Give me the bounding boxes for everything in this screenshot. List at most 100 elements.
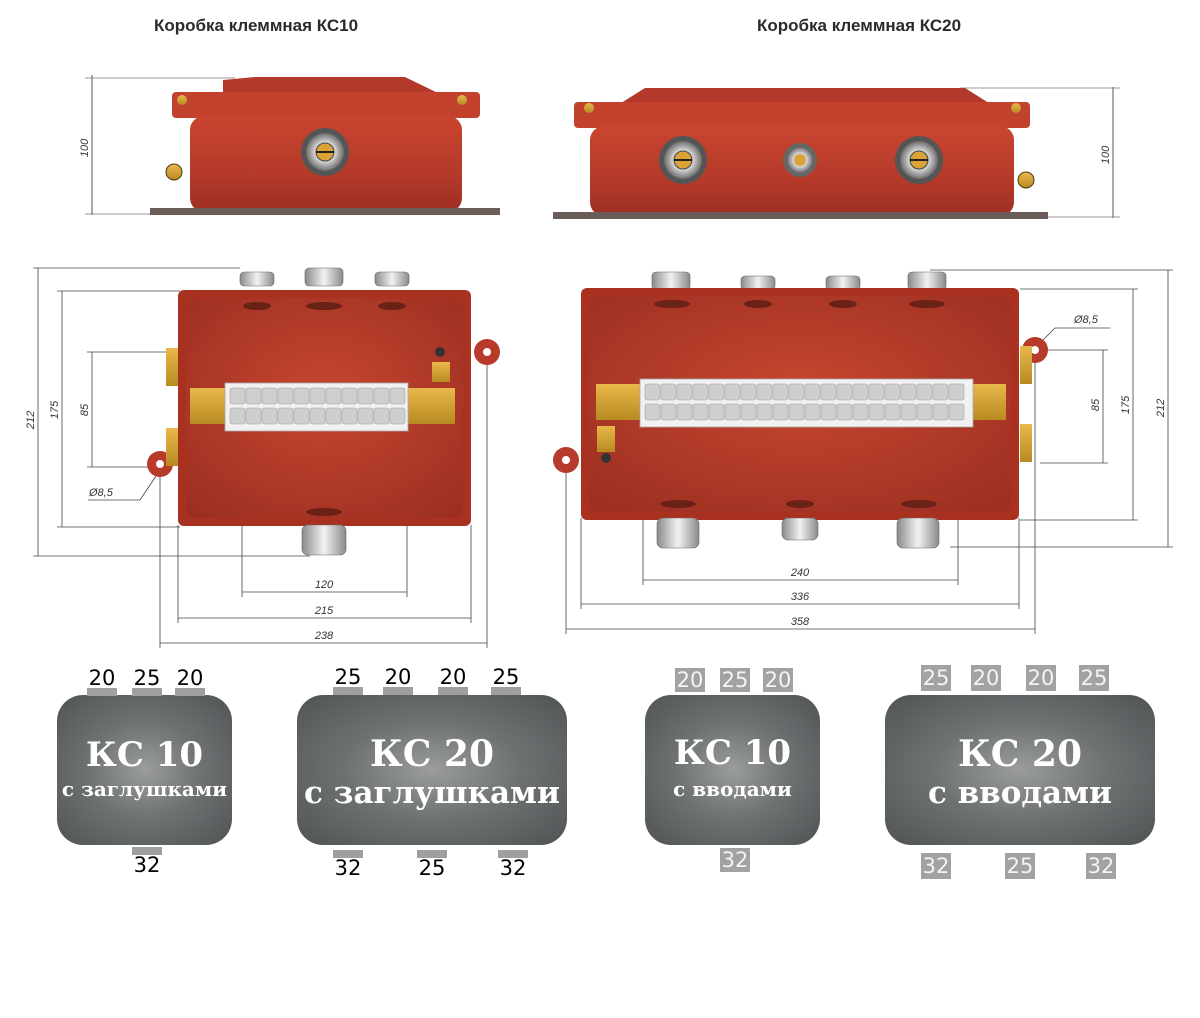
terminal-cell (772, 383, 789, 401)
badge-ks20-inlets: КС 20 с вводами (885, 695, 1155, 845)
terminal-cell (373, 387, 390, 405)
terminal-cell (932, 383, 949, 401)
badge0-top-1: 25 (132, 666, 162, 696)
ks20-dim-358: 358 (791, 616, 810, 628)
terminal-cell (836, 383, 853, 401)
ks20-dim-240: 240 (790, 567, 810, 579)
terminal-cell (740, 383, 757, 401)
badge-ks10-inlets: КС 10 с вводами (645, 695, 820, 845)
badge1-top-1: 20 (383, 665, 413, 695)
terminal-cell (852, 403, 869, 421)
badge2-top-1: 25 (720, 668, 750, 692)
terminal-cell (788, 403, 805, 421)
terminal-cell (309, 387, 326, 405)
terminal-cell (852, 383, 869, 401)
terminal-cell (293, 407, 310, 425)
terminal-cell (740, 403, 757, 421)
terminal-cell (325, 387, 342, 405)
ks10-dim-hole: Ø8,5 (88, 487, 114, 499)
terminal-cell (868, 383, 885, 401)
terminal-cell (261, 387, 278, 405)
terminal-cell (948, 403, 965, 421)
terminal-cell (373, 407, 390, 425)
terminal-cell (676, 383, 693, 401)
ks20-side-view (553, 87, 1120, 219)
terminal-cell (724, 383, 741, 401)
badge3-top-1: 20 (971, 665, 1001, 691)
terminal-cell (884, 383, 901, 401)
badge0-bottom-0: 32 (132, 847, 162, 877)
badge-title: КС 20 (369, 733, 495, 775)
badge3-top-0: 25 (921, 665, 951, 691)
ks10-dim-120: 120 (315, 579, 334, 591)
terminal-cell (293, 387, 310, 405)
title-ks20: Коробка клеммная КС20 (757, 16, 962, 35)
badge-ks10-plugs: КС 10 с заглушками (57, 695, 232, 845)
badge3-top-3: 25 (1079, 665, 1109, 691)
ks10-dim-215: 215 (314, 605, 334, 617)
terminal-cell (245, 387, 262, 405)
terminal-cell (724, 403, 741, 421)
terminal-cell (229, 407, 246, 425)
terminal-cell (357, 387, 374, 405)
terminal-cell (916, 403, 933, 421)
terminal-cell (357, 407, 374, 425)
ks20-dim-85: 85 (1090, 398, 1102, 411)
badge2-bottom-0: 32 (720, 848, 750, 872)
terminal-cell (932, 403, 949, 421)
badge0-top-2: 20 (175, 666, 205, 696)
ks10-dim-175: 175 (49, 400, 61, 419)
badge-title: КС 20 (957, 733, 1083, 775)
badge1-bottom-2: 32 (498, 850, 528, 880)
terminal-cell (277, 407, 294, 425)
badge-title: КС 10 (85, 735, 204, 775)
terminal-cell (309, 407, 326, 425)
badge3-bottom-0: 32 (921, 853, 951, 879)
badge-title: КС 10 (673, 733, 792, 773)
terminal-cell (660, 383, 677, 401)
terminal-cell (325, 407, 342, 425)
badge1-top-0: 25 (333, 665, 363, 695)
ks20-dim-labels: 212 175 85 100 240 336 358 Ø8,5 (790, 145, 1167, 628)
ks10-dim-212: 212 (25, 411, 37, 430)
terminal-cell (948, 383, 965, 401)
terminal-cell (644, 403, 661, 421)
badge-subtitle: с вводами (673, 777, 792, 801)
badge3-bottom-1: 25 (1005, 853, 1035, 879)
badge-subtitle: с заглушками (61, 777, 228, 801)
ks10-dim-100: 100 (79, 138, 91, 157)
terminal-cell (868, 403, 885, 421)
terminal-cell (772, 403, 789, 421)
ks10-dim-85: 85 (79, 403, 91, 416)
terminal-cell (692, 383, 709, 401)
terminal-cell (389, 387, 406, 405)
terminal-cell (341, 387, 358, 405)
technical-drawing: 212 175 85 100 120 215 238 Ø8,5 (25, 75, 1173, 648)
badge1-bottom-0: 32 (333, 850, 363, 880)
terminal-cell (261, 407, 278, 425)
terminal-cell (277, 387, 294, 405)
ks20-dim-336: 336 (791, 591, 810, 603)
badge-subtitle: с вводами (927, 775, 1113, 811)
badge2-top-0: 20 (675, 668, 705, 692)
ks10-top-view (33, 267, 500, 648)
terminal-cell (756, 383, 773, 401)
badge1-top-3: 25 (491, 665, 521, 695)
terminal-cell (245, 407, 262, 425)
ks20-dim-100: 100 (1100, 145, 1112, 164)
terminal-cell (756, 403, 773, 421)
badge1-bottom-1: 25 (417, 850, 447, 880)
terminal-cell (229, 387, 246, 405)
ks10-dim-238: 238 (314, 630, 334, 642)
badge-subtitle: с заглушками (304, 775, 560, 811)
ks20-dim-hole: Ø8,5 (1073, 314, 1099, 326)
ks10-side-view (85, 75, 500, 215)
terminal-cell (341, 407, 358, 425)
terminal-cell (900, 383, 917, 401)
terminal-cell (900, 403, 917, 421)
terminal-cell (804, 383, 821, 401)
terminal-cell (884, 403, 901, 421)
terminal-cell (389, 407, 406, 425)
badge2-top-2: 20 (763, 668, 793, 692)
terminal-cell (708, 383, 725, 401)
